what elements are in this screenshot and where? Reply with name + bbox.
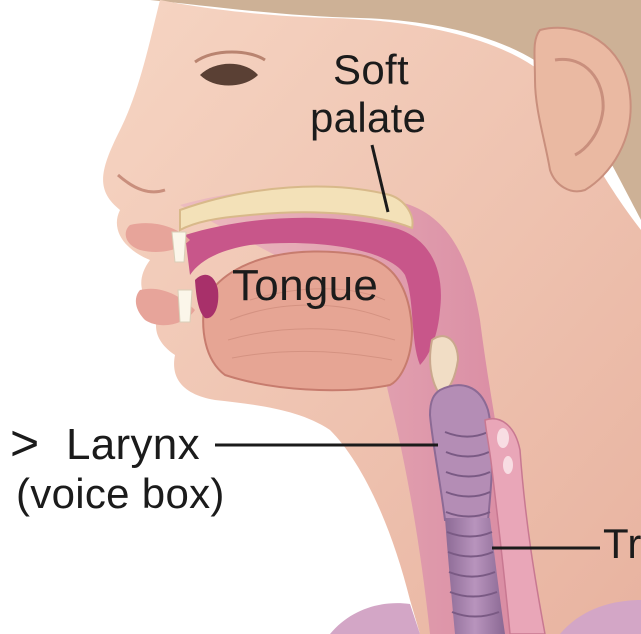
upper-tooth	[172, 232, 186, 262]
esophagus-lumen-mid	[503, 456, 513, 474]
chevron-right-icon: >	[10, 418, 40, 468]
label-soft-palate-line2: palate	[310, 96, 426, 140]
lower-tooth	[178, 290, 192, 322]
esophagus-lumen-top	[497, 428, 509, 448]
label-voice-box: (voice box)	[16, 471, 225, 517]
chest-tissue	[330, 603, 420, 634]
label-soft-palate-line1: Soft	[333, 48, 409, 92]
label-tongue: Tongue	[232, 262, 378, 310]
label-trachea: Tr	[603, 521, 641, 567]
label-larynx: Larynx	[66, 421, 200, 469]
